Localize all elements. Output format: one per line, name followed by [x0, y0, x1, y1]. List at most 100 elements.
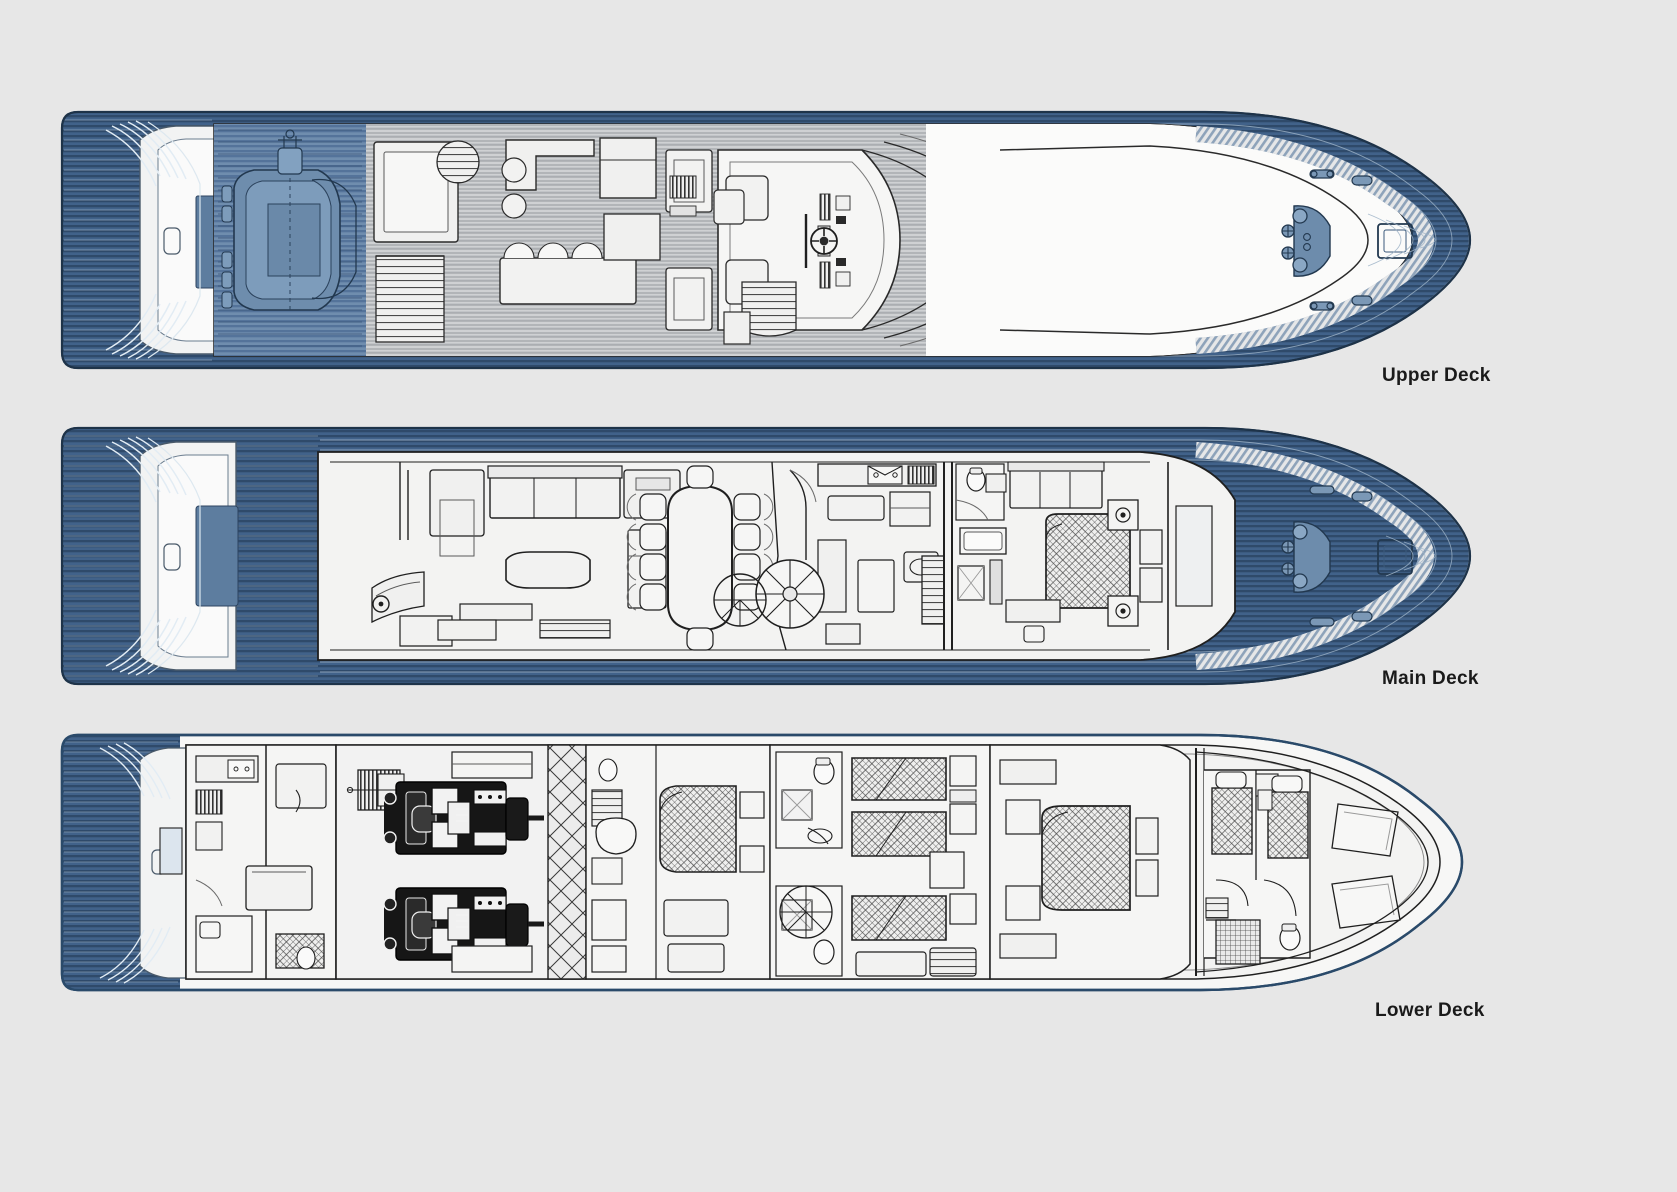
vip-dresser	[999, 933, 1057, 959]
salon-aft-bulkhead	[399, 462, 409, 540]
guest-nightstand	[739, 845, 765, 873]
vip-wardrobe	[1135, 817, 1159, 855]
main-engine-port	[383, 781, 544, 855]
outboard-motor	[277, 147, 303, 175]
crew-head	[195, 915, 253, 973]
master-bulkhead	[943, 462, 953, 650]
crew-mess-table	[295, 789, 301, 813]
main-bow-walkway-hatch	[1195, 442, 1435, 670]
door-swing-arc	[789, 469, 817, 503]
bow-walkway-hatch	[1195, 126, 1435, 354]
crew-stairs-fwd	[1205, 897, 1229, 919]
guest-shower	[591, 857, 623, 885]
vip-pillow	[1041, 811, 1069, 835]
upper-deck-plan	[60, 110, 1472, 370]
salon-tv-cabinet	[539, 619, 611, 639]
salon-sofa	[489, 475, 621, 519]
anchor-chain-gypsy	[1292, 208, 1308, 224]
bar-cabinet	[599, 137, 657, 199]
galley-locker	[825, 623, 861, 645]
upper-helm-console	[804, 193, 851, 289]
control-bank	[819, 261, 831, 289]
lamp	[1115, 603, 1131, 619]
vip-bed	[1041, 805, 1131, 911]
main-deck-plan	[60, 426, 1472, 686]
crew-fridge	[195, 821, 223, 851]
switch-panel	[836, 258, 846, 266]
salon-console-port	[437, 619, 497, 641]
mfd-screen	[835, 195, 851, 211]
guest-toilet	[598, 758, 618, 782]
bow-cleats	[1309, 169, 1373, 311]
bed-turndown	[851, 757, 907, 801]
bed-pillow-line	[1045, 523, 1063, 541]
deck-label-lower: Lower Deck	[1375, 1000, 1485, 1021]
main-hull-contents	[62, 428, 1470, 684]
crew-shower-fwd	[1215, 919, 1261, 965]
sofa-cushion-splits	[533, 478, 577, 518]
twin-shelf	[949, 789, 977, 803]
galley-appliance	[857, 559, 895, 613]
lower-hull-stroke	[60, 733, 1464, 992]
engine-room-tank	[451, 751, 533, 779]
guest-locker	[667, 943, 725, 973]
twin-bed-lower	[851, 811, 947, 857]
bar-stool	[501, 157, 527, 183]
main-transom-panel	[195, 505, 239, 607]
crew-door-swing	[195, 879, 223, 907]
spiral-stair-fwd	[713, 573, 767, 627]
day-head	[955, 463, 1005, 521]
guest-storage	[591, 945, 627, 973]
main-bow-hatch-inner	[1383, 545, 1407, 569]
bed-turndown	[851, 895, 907, 941]
guest-double-bed	[659, 785, 737, 873]
deck-label-main: Main Deck	[1382, 668, 1479, 689]
upper-stern-stairs-aft	[105, 120, 187, 187]
main-stern-stairs-fwd	[105, 609, 187, 676]
upper-chaise	[665, 267, 713, 331]
second-tender	[311, 178, 357, 300]
spiral-stair-main	[755, 559, 825, 629]
twin-bed-stbd	[851, 895, 947, 941]
main-stern-handrail	[147, 437, 201, 675]
lazarette-hatch	[159, 827, 183, 875]
dining-area	[626, 465, 774, 651]
mfd-screen	[835, 271, 851, 287]
foredeck-coaming	[999, 145, 1369, 335]
anchor-chain-gypsy	[1292, 257, 1308, 273]
vip-nightstand	[1005, 799, 1041, 835]
transom-hatch-icon	[163, 227, 181, 255]
upper-foredeck	[926, 124, 1412, 356]
bed-turndown	[851, 811, 907, 857]
anchor-windlass	[1281, 205, 1331, 277]
master-vanity	[1005, 599, 1061, 623]
vip-crew-forward	[989, 744, 1191, 980]
guest-wardrobe	[591, 899, 627, 941]
vanity-stool	[1023, 625, 1045, 643]
fender-rack	[221, 185, 233, 309]
crew-berth	[245, 865, 313, 911]
bow-stem-lines	[1367, 213, 1436, 267]
toilet-stbd	[813, 939, 835, 965]
galley-pantry	[817, 539, 847, 613]
crew-cabins-forward	[1195, 748, 1311, 976]
crew-bunk-port	[1211, 787, 1253, 855]
stern-handrail	[147, 121, 201, 359]
fwd-locker	[1175, 505, 1213, 607]
helm-platform-inner	[729, 161, 885, 319]
twin-nightstand	[949, 803, 977, 835]
upper-settee	[499, 257, 637, 305]
twin-nightstand-stbd	[949, 893, 977, 925]
main-stairs-down	[921, 555, 945, 625]
chaise-cushion	[673, 277, 705, 321]
engine-room-tank	[451, 945, 533, 973]
lower-stern-stairs-fwd	[99, 926, 171, 984]
forepeak-locker-inner	[1339, 811, 1395, 916]
armchair-back	[635, 477, 671, 491]
master-wardrobe	[1139, 567, 1163, 603]
bath-basin	[807, 827, 829, 845]
cabin-wardrobe	[929, 851, 965, 889]
crew-toilet	[296, 946, 316, 970]
galley-range	[907, 465, 935, 485]
upper-wet-bar	[505, 139, 595, 191]
